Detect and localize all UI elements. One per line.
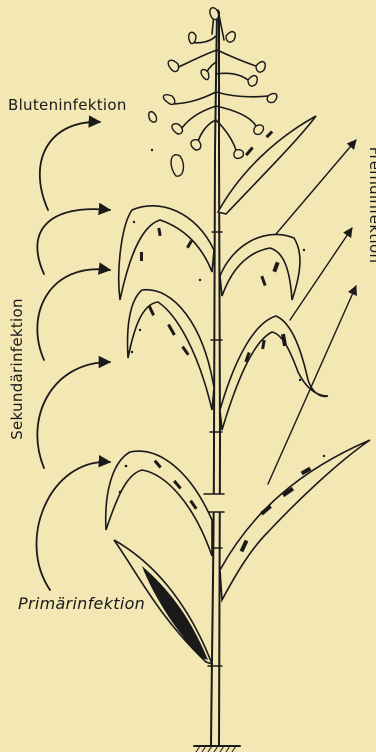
leaf-middle-left [128, 290, 214, 410]
leaf-upper-right [220, 234, 300, 300]
external-infection-arrows [268, 140, 356, 484]
leaf-flag [218, 116, 316, 214]
soil-line [194, 746, 240, 752]
label-secondary-infection: Sekundärinfektion [8, 284, 26, 454]
label-primary-infection: Primärinfektion [18, 594, 145, 613]
leaf-upper-left [119, 206, 214, 300]
label-external-infection: Fremdinfektion [366, 130, 376, 280]
secondary-infection-arrows [37, 122, 110, 590]
leaf-lower-right [220, 440, 370, 600]
label-bluete-infection: Bluteninfektion [8, 96, 127, 114]
leaf-middle-right [220, 316, 328, 430]
